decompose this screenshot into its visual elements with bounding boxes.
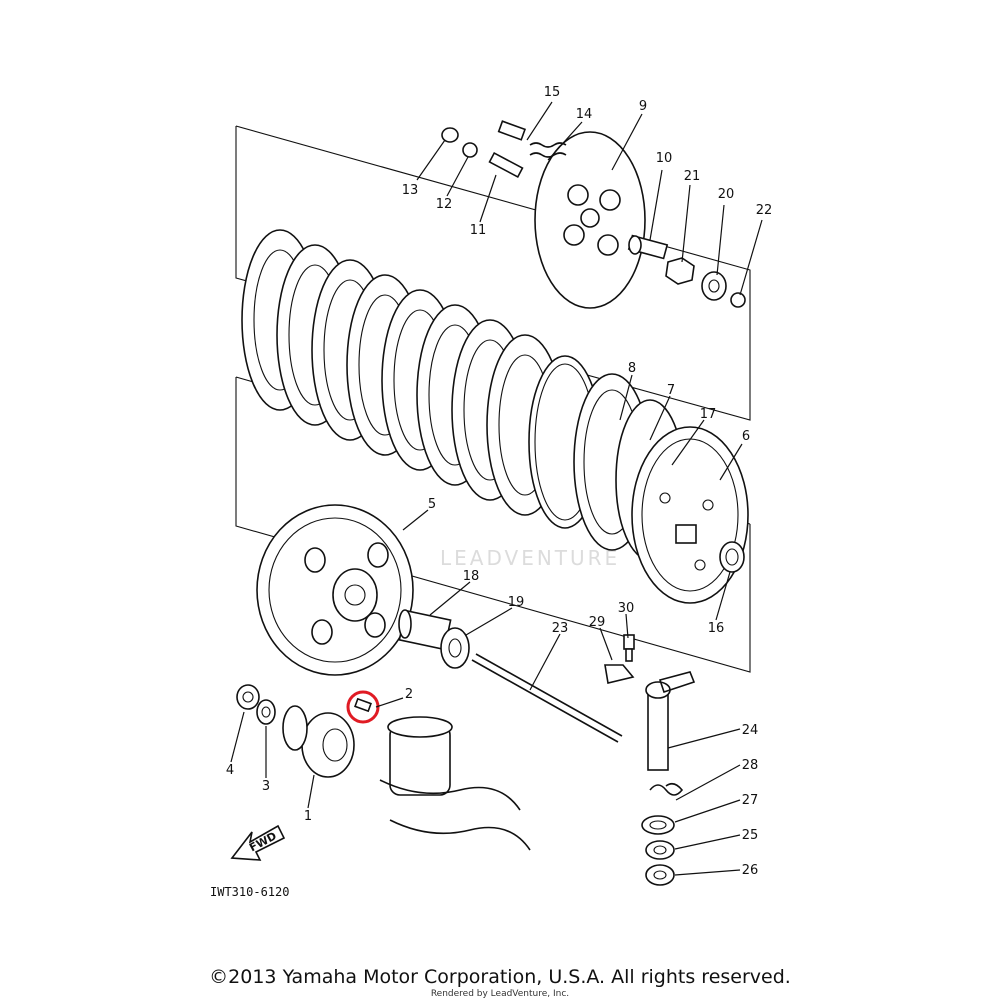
callout-13: 13 xyxy=(402,183,419,198)
callout-15: 15 xyxy=(544,85,561,100)
callout-30: 30 xyxy=(618,601,635,616)
callout-28: 28 xyxy=(742,758,759,773)
figure-code: IWT310-6120 xyxy=(210,885,289,899)
callout-7: 7 xyxy=(667,383,675,398)
callout-20: 20 xyxy=(718,187,735,202)
bearing-26 xyxy=(645,864,675,886)
callout-27: 27 xyxy=(742,793,759,808)
screw-30 xyxy=(623,634,635,662)
callout-14: 14 xyxy=(576,107,593,122)
lock-washer-20 xyxy=(701,271,727,301)
leader-lines xyxy=(230,101,763,876)
primary-boss xyxy=(631,426,749,604)
bearing-25 xyxy=(645,840,675,860)
primary-drive-gear-1 xyxy=(282,705,355,778)
callout-21: 21 xyxy=(684,169,701,184)
callout-4: 4 xyxy=(226,763,234,778)
callout-22: 22 xyxy=(756,203,773,218)
callout-1: 1 xyxy=(304,809,312,824)
callout-19: 19 xyxy=(508,595,525,610)
push-rod-23 xyxy=(471,659,619,743)
clutch-housing xyxy=(256,504,414,676)
rendered-by-notice: Rendered by LeadVenture, Inc. xyxy=(430,989,570,999)
callout-numbers: 15 14 9 10 21 20 22 13 12 11 8 7 17 6 5 … xyxy=(226,85,772,878)
callout-24: 24 xyxy=(742,723,759,738)
callout-25: 25 xyxy=(742,828,759,843)
watermark-text: LEADVENTURE xyxy=(440,546,620,570)
woodruff-key-2 xyxy=(354,697,372,713)
callout-10: 10 xyxy=(656,151,673,166)
nut-4 xyxy=(236,684,260,710)
copyright-notice: ©2013 Yamaha Motor Corporation, U.S.A. A… xyxy=(209,966,791,988)
highlight-circle xyxy=(346,690,380,724)
nut-21 xyxy=(665,257,695,285)
callout-18: 18 xyxy=(463,569,480,584)
callout-23: 23 xyxy=(552,621,569,636)
ball-22 xyxy=(730,292,746,308)
callout-5: 5 xyxy=(428,497,436,512)
callout-26: 26 xyxy=(742,863,759,878)
callout-9: 9 xyxy=(639,99,647,114)
callout-12: 12 xyxy=(436,197,453,212)
callout-17: 17 xyxy=(700,407,717,422)
callout-6: 6 xyxy=(742,429,750,444)
callout-2: 2 xyxy=(405,687,413,702)
pressure-plate xyxy=(534,131,646,309)
seal-27 xyxy=(641,815,675,835)
spring-bolts xyxy=(441,120,567,179)
push-rod-10 xyxy=(627,234,669,260)
callout-29: 29 xyxy=(589,615,606,630)
crankshaft xyxy=(379,716,531,851)
push-lever-24 xyxy=(645,671,696,771)
callout-3: 3 xyxy=(262,779,270,794)
callout-11: 11 xyxy=(470,223,487,238)
clutch-plates xyxy=(241,229,685,561)
washer-19 xyxy=(440,627,470,669)
washer-3 xyxy=(256,699,276,725)
callout-8: 8 xyxy=(628,361,636,376)
callout-16: 16 xyxy=(708,621,725,636)
spring-28 xyxy=(649,782,684,796)
washer-16 xyxy=(719,541,745,573)
fwd-arrow: FWD xyxy=(230,824,286,861)
plate-29 xyxy=(604,664,635,684)
